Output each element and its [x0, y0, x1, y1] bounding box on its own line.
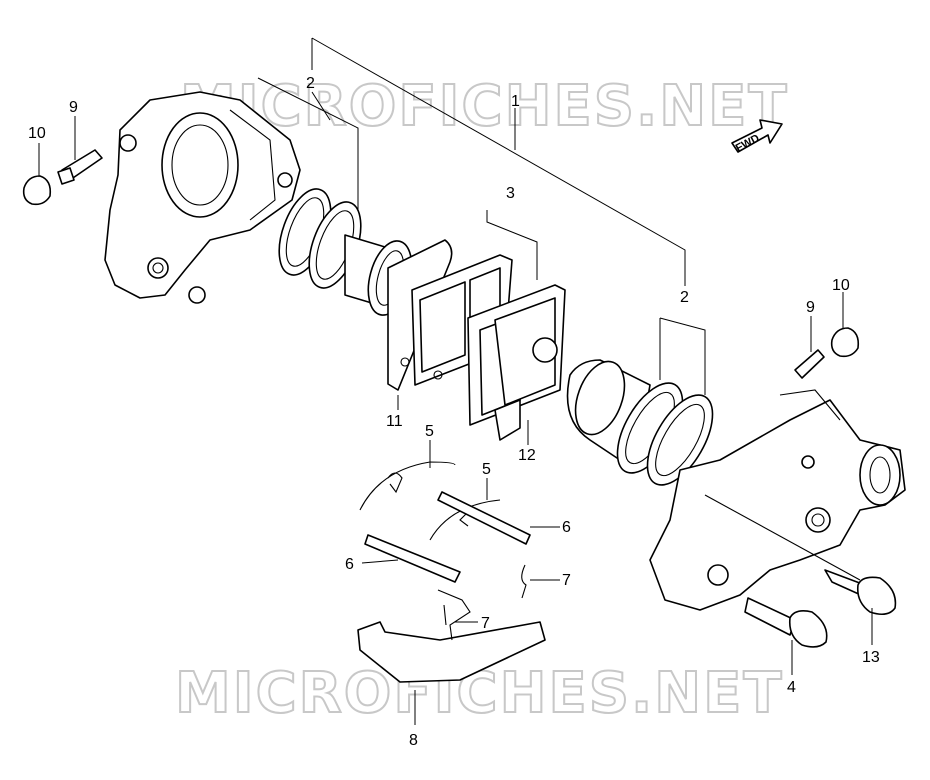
bleeder-cap-right — [830, 327, 860, 358]
pin-retainer-b — [437, 589, 471, 641]
callout-9-left: 9 — [69, 99, 78, 116]
bleeder-screw-left — [57, 149, 103, 185]
callout-10-left: 10 — [28, 125, 46, 142]
callout-5-upper: 5 — [425, 423, 434, 440]
bleeder-cap-left — [22, 175, 52, 206]
caliper-housing-right — [649, 389, 906, 611]
callout-11: 11 — [386, 413, 403, 430]
callout-labels: 1 2 2 3 4 5 5 6 6 7 7 8 9 9 10 10 11 12 … — [28, 75, 880, 749]
callout-6-right: 6 — [562, 519, 571, 536]
pad-pin-lower — [364, 534, 461, 583]
callout-3: 3 — [506, 185, 515, 202]
pad-pin-rod — [704, 494, 861, 581]
mounting-bolt-4 — [744, 597, 828, 648]
callout-13: 13 — [862, 649, 880, 666]
leader-lines — [38, 116, 873, 725]
pad-pin-clip-a — [359, 461, 456, 511]
watermark-top: MICROFICHES.NET — [180, 74, 789, 139]
callout-5-lower: 5 — [482, 461, 491, 478]
kit-bracket — [311, 37, 686, 286]
callout-10-right: 10 — [832, 277, 850, 294]
callout-2-left: 2 — [306, 75, 315, 92]
pad-pin-upper — [437, 491, 531, 545]
piston-seal-set-right — [616, 317, 714, 486]
bleeder-screw-right — [794, 349, 825, 379]
o-ring-small — [188, 286, 206, 304]
mounting-bolt-13 — [824, 569, 897, 616]
callout-2-right: 2 — [680, 289, 689, 306]
callout-12: 12 — [518, 447, 536, 464]
caliper-housing-left — [104, 91, 301, 299]
callout-6-left: 6 — [345, 556, 354, 573]
pin-retainer-a — [521, 564, 527, 599]
callout-9-right: 9 — [806, 299, 815, 316]
pad-spring — [357, 621, 546, 683]
callout-7-lower: 7 — [481, 615, 490, 632]
callout-7-upper: 7 — [562, 572, 571, 589]
callout-4: 4 — [787, 679, 796, 696]
callout-1: 1 — [511, 93, 520, 110]
callout-8: 8 — [409, 732, 418, 749]
brake-pad-front — [467, 284, 566, 441]
